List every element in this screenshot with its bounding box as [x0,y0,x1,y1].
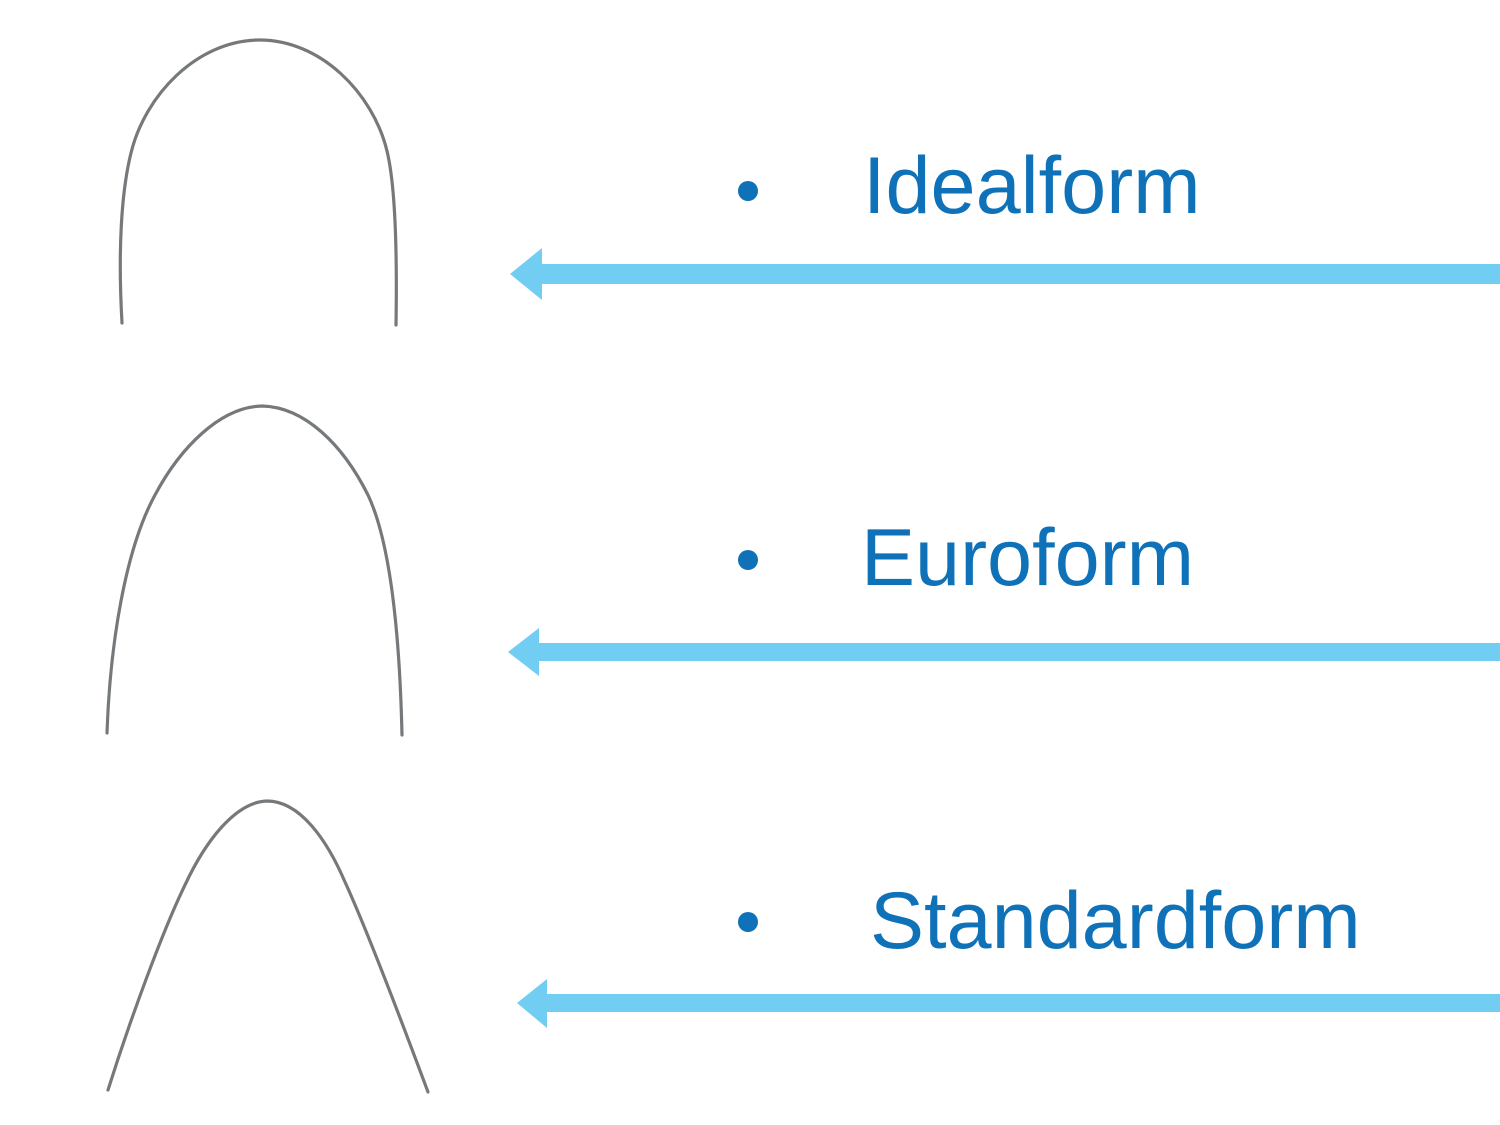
idealform-archwire-outline [118,38,398,327]
left-arrow-icon [510,247,1500,303]
standardform-archwire-outline [106,799,430,1094]
euroform-archwire-outline [105,404,404,737]
left-arrow-icon [517,977,1500,1031]
idealform-archwire-figure [115,33,405,328]
left-arrow-icon [508,626,1500,678]
standardform-label: Standardform [870,876,1361,966]
idealform-label: Idealform [863,141,1201,231]
euroform-label: Euroform [861,513,1195,603]
bullet-dot-icon [738,181,758,201]
bullet-dot-icon [738,912,758,932]
standardform-archwire-figure [95,790,435,1100]
euroform-archwire-figure [100,400,410,740]
bullet-dot-icon [738,550,758,570]
